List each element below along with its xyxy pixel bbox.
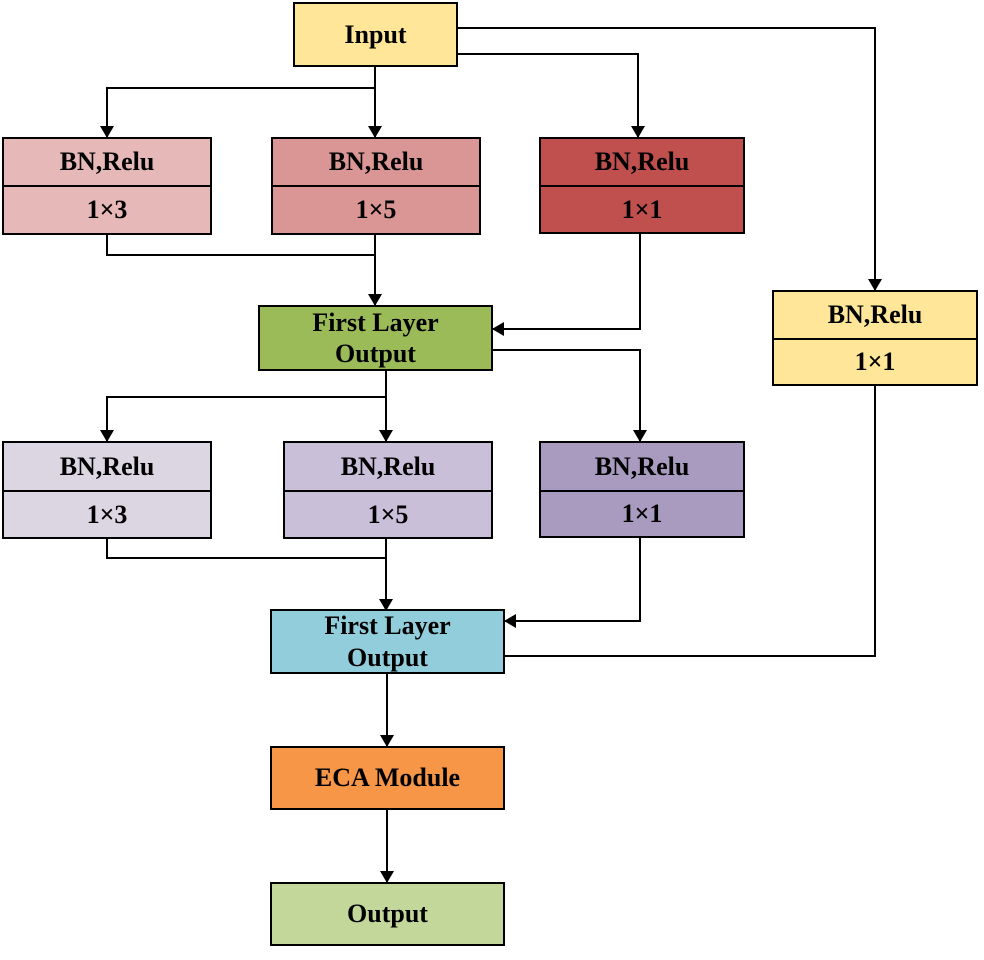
block2-1x1-bottom-label: 1×1 [621, 499, 663, 528]
block2-1x3-top: BN,Relu [4, 443, 210, 492]
edge-input-to-1x1 [457, 53, 645, 138]
block2-1x1-top-label: BN,Relu [594, 451, 690, 481]
edge-input-to-shortcut [457, 27, 882, 291]
second-layer-output-line1: First Layer [324, 611, 451, 641]
edge-1x1-to-first-layer [492, 233, 641, 336]
block2-1x1-bottom: 1×1 [541, 492, 743, 536]
shortcut-top-label: BN,Relu [827, 300, 923, 329]
edge-2-1x1-to-second-layer [504, 537, 641, 628]
second-layer-output-node: First Layer Output [270, 609, 505, 674]
block1-1x3-bottom: 1×3 [4, 187, 210, 233]
block1-1x1-top: BN,Relu [541, 139, 743, 187]
second-layer-output-line2: Output [347, 642, 428, 672]
edge-1x3-to-merge [106, 235, 375, 256]
edge-2-1x3-to-merge [106, 538, 386, 559]
block2-1x5-bottom: 1×5 [285, 492, 491, 537]
block1-1x3-top-label: BN,Relu [59, 147, 155, 176]
block2-1x3-bottom: 1×3 [4, 492, 210, 537]
first-layer-output-line2: Output [335, 339, 416, 368]
edge-first-layer-to-2-1x3 [100, 371, 387, 442]
first-layer-output-node: First Layer Output [258, 305, 493, 371]
block2-1x5-top: BN,Relu [285, 443, 491, 492]
block2-1x5-top-label: BN,Relu [340, 451, 436, 481]
input-label: Input [344, 19, 407, 49]
block2-1x3-bottom-label: 1×3 [86, 499, 128, 529]
output-label: Output [347, 899, 428, 929]
block1-1x1-bottom: 1×1 [541, 187, 743, 232]
block1-1x1-bottom-label: 1×1 [621, 194, 663, 224]
block1-1x3-bottom-label: 1×3 [86, 195, 128, 224]
block2-1x3-node: BN,Relu 1×3 [2, 441, 212, 539]
eca-module-label: ECA Module [314, 763, 461, 793]
edge-first-layer-to-2-1x1 [493, 349, 647, 442]
shortcut-top: BN,Relu [774, 292, 976, 340]
block1-1x5-bottom-label: 1×5 [355, 195, 397, 224]
output-node: Output [270, 882, 505, 946]
eca-module-node: ECA Module [270, 746, 505, 810]
block2-1x1-top: BN,Relu [541, 443, 743, 492]
block1-1x1-top-label: BN,Relu [594, 147, 690, 176]
block1-1x5-top: BN,Relu [273, 139, 479, 187]
shortcut-bottom: 1×1 [774, 340, 976, 384]
block2-1x3-top-label: BN,Relu [59, 451, 155, 481]
block1-1x3-node: BN,Relu 1×3 [2, 137, 212, 235]
input-node: Input [293, 2, 458, 67]
shortcut-bottom-label: 1×1 [854, 347, 896, 376]
edge-shortcut-to-second-layer [505, 385, 876, 657]
block1-1x5-node: BN,Relu 1×5 [271, 137, 481, 235]
block1-1x5-top-label: BN,Relu [328, 147, 424, 176]
edge-input-to-1x3 [100, 67, 376, 138]
block2-1x5-bottom-label: 1×5 [367, 499, 409, 529]
block1-1x1-node: BN,Relu 1×1 [539, 137, 745, 234]
block1-1x5-bottom: 1×5 [273, 187, 479, 233]
block1-1x3-top: BN,Relu [4, 139, 210, 187]
shortcut-1x1-node: BN,Relu 1×1 [772, 290, 978, 386]
block2-1x1-node: BN,Relu 1×1 [539, 441, 745, 538]
first-layer-output-line1: First Layer [312, 307, 439, 337]
block2-1x5-node: BN,Relu 1×5 [283, 441, 493, 539]
